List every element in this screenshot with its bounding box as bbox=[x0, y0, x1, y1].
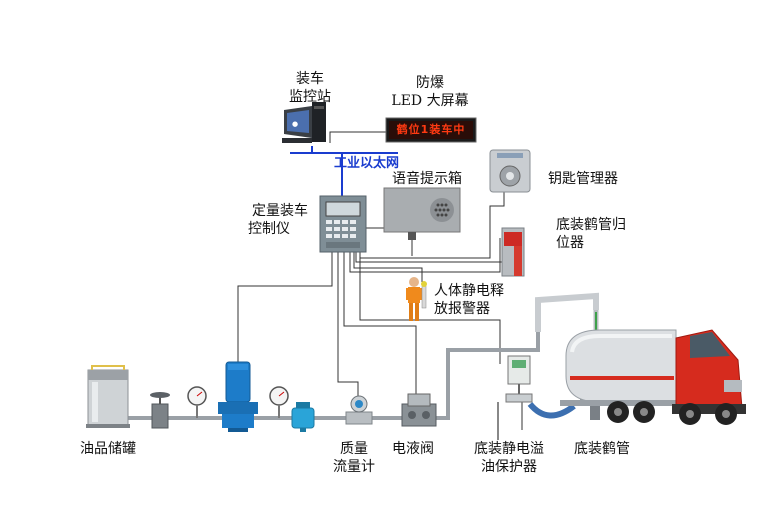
key-manager-icon bbox=[489, 149, 531, 193]
tank-icon bbox=[86, 365, 130, 428]
controller-icon bbox=[319, 195, 367, 253]
svg-text:●: ● bbox=[292, 120, 298, 128]
tanker-truck-icon bbox=[560, 329, 746, 425]
arm-return-label: 底装鹤管归 位器 bbox=[556, 217, 626, 251]
pipeline bbox=[126, 330, 540, 420]
solenoid-valve-label: 电液阀 bbox=[392, 441, 434, 457]
gauge-icon bbox=[187, 386, 207, 418]
computer-icon: ● bbox=[282, 102, 326, 143]
gauge-icon bbox=[269, 386, 289, 418]
flow-meter-label: 质量 流量计 bbox=[333, 441, 375, 475]
monitor-station-label: 装车 监控站 bbox=[289, 71, 331, 105]
valve-icon bbox=[150, 392, 170, 429]
controller-label: 定量装车 控制仪 bbox=[248, 203, 308, 237]
signal-wires bbox=[237, 190, 523, 430]
led-display-text: 鹤位1装车中 bbox=[396, 123, 466, 136]
pump-icon bbox=[218, 361, 258, 432]
speaker-box-icon bbox=[383, 187, 461, 240]
solenoid-valve-icon bbox=[401, 393, 437, 427]
loading-arm-label: 底装鹤管 bbox=[574, 441, 630, 457]
overflow-protector-label: 底装静电溢 油保护器 bbox=[474, 441, 544, 475]
led-screen-label: 防爆 LED 大屏幕 bbox=[391, 75, 469, 109]
static-alarm-label: 人体静电释 放报警器 bbox=[434, 283, 504, 317]
overflow-protector-icon bbox=[497, 355, 533, 440]
voice-box-label: 语音提示箱 bbox=[392, 171, 462, 187]
ethernet-bus bbox=[290, 146, 398, 196]
led-cable bbox=[329, 131, 386, 143]
oil-tank-label: 油品储罐 bbox=[80, 441, 136, 457]
led-screen-icon bbox=[385, 117, 477, 143]
arm-return-icon bbox=[501, 227, 525, 277]
flow-meter-icon bbox=[345, 395, 373, 425]
ethernet-label: 工业以太网 bbox=[334, 156, 400, 171]
filter-icon bbox=[291, 402, 315, 432]
key-manager-label: 钥匙管理器 bbox=[548, 171, 618, 187]
worker-icon bbox=[406, 277, 427, 321]
